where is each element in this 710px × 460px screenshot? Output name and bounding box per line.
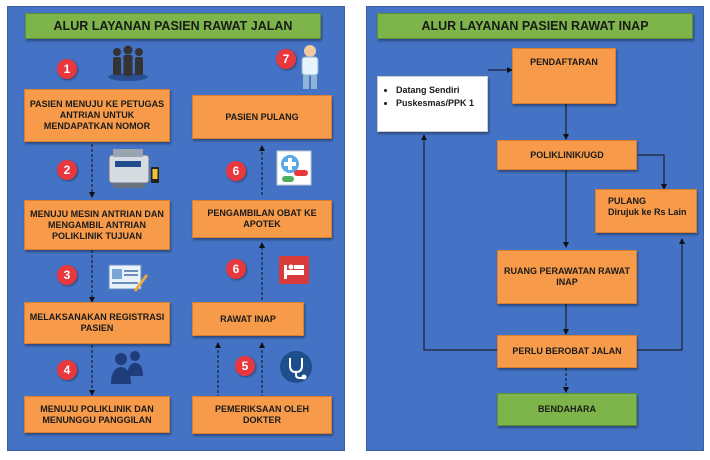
step-7-box: PASIEN PULANG bbox=[192, 95, 332, 139]
step-4-box: MENUJU POLIKLINIK DAN MENUNGGU PANGGILAN bbox=[24, 396, 170, 433]
source-item-puskesmas: Puskesmas/PPK 1 bbox=[396, 98, 474, 109]
step-2-badge: 2 bbox=[57, 160, 77, 180]
ruang-perawatan-box: RUANG PERAWATAN RAWAT INAP bbox=[497, 250, 637, 304]
registration-card-icon bbox=[108, 262, 148, 294]
step-4-badge: 4 bbox=[57, 360, 77, 380]
source-item-datang-sendiri: Datang Sendiri bbox=[396, 85, 474, 96]
step-6-obat-badge: 6 bbox=[226, 161, 246, 181]
rawat-inap-title: ALUR LAYANAN PASIEN RAWAT INAP bbox=[377, 13, 693, 39]
step-5-box: PEMERIKSAAN OLEH DOKTER bbox=[192, 396, 332, 434]
poliklinik-ugd-box: POLIKLINIK/UGD bbox=[497, 140, 637, 170]
patient-source-box: Datang Sendiri Puskesmas/PPK 1 bbox=[377, 76, 488, 132]
queue-machine-icon bbox=[107, 147, 161, 191]
people-waiting-icon bbox=[107, 350, 147, 386]
pharmacy-icon bbox=[276, 150, 312, 186]
step-3-box: MELAKSANAKAN REGISTRASI PASIEN bbox=[24, 302, 170, 344]
rawat-jalan-title: ALUR LAYANAN PASIEN RAWAT JALAN bbox=[25, 13, 321, 39]
patient-source-list: Datang Sendiri Puskesmas/PPK 1 bbox=[386, 85, 474, 111]
stethoscope-icon bbox=[279, 350, 313, 384]
hospital-bed-icon bbox=[279, 256, 309, 284]
perlu-berobat-jalan-box: PERLU BEROBAT JALAN bbox=[497, 335, 637, 368]
step-6-obat-box: PENGAMBILAN OBAT KE APOTEK bbox=[192, 200, 332, 238]
step-6-rawat-box: RAWAT INAP bbox=[192, 302, 304, 336]
step-2-box: MENUJU MESIN ANTRIAN DAN MENGAMBIL ANTRI… bbox=[24, 200, 170, 250]
pulang-box: PULANG Dirujuk ke Rs Lain bbox=[595, 189, 697, 233]
step-1-box: PASIEN MENUJU KE PETUGAS ANTRIAN UNTUK M… bbox=[24, 89, 170, 142]
step-3-badge: 3 bbox=[57, 265, 77, 285]
step-7-badge: 7 bbox=[276, 49, 296, 69]
step-1-badge: 1 bbox=[57, 59, 77, 79]
patient-icon bbox=[297, 44, 323, 90]
pulang-subtitle: Dirujuk ke Rs Lain bbox=[608, 207, 687, 217]
bendahara-box: BENDAHARA bbox=[497, 393, 637, 426]
pulang-title: PULANG bbox=[608, 196, 646, 206]
step-5-badge: 5 bbox=[235, 356, 255, 376]
pendaftaran-box: PENDAFTARAN bbox=[512, 48, 616, 104]
step-6-rawat-badge: 6 bbox=[226, 259, 246, 279]
people-group-icon bbox=[105, 44, 151, 84]
